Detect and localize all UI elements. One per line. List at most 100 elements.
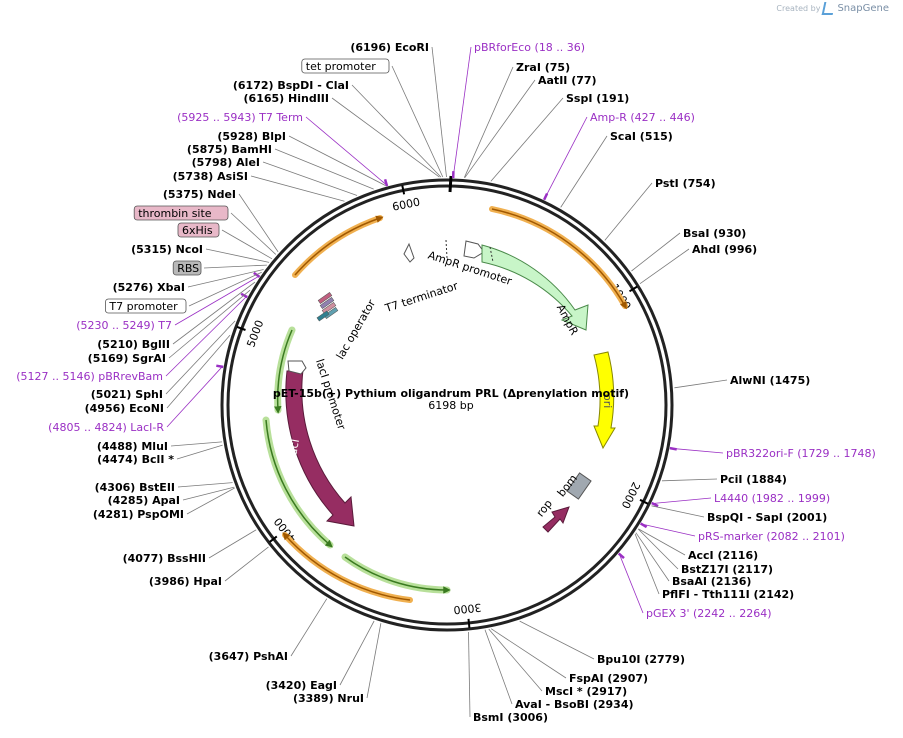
leader-line-prs-marker — [641, 523, 696, 537]
leader-line-pbrrevbam — [165, 296, 247, 377]
orange-arc-top-right-core — [491, 208, 627, 310]
origin-marker — [448, 175, 453, 193]
feature-box-t7-promoter — [105, 298, 187, 314]
leader-line-pspomi — [186, 487, 235, 515]
leader-line-bpu10i — [519, 620, 595, 660]
snapgene-watermark: Created by SnapGene — [776, 2, 889, 15]
leader-line-nrui — [366, 623, 382, 699]
leader-line-bsteii — [177, 482, 233, 488]
enzyme-label-ncoi: (5315) NcoI — [131, 243, 203, 256]
enzyme-label-bstz17i: BstZ17I (2117) — [681, 563, 773, 576]
tick-6000 — [401, 185, 406, 195]
enzyme-label-econi: (4956) EcoNI — [85, 402, 164, 415]
label-leader-lines — [165, 46, 728, 718]
enzyme-label-bsshii: (4077) BssHII — [123, 552, 206, 565]
primer-label-t7-term: (5925 .. 5943) T7 Term — [177, 111, 303, 124]
tick-2000 — [639, 498, 649, 505]
plasmid-title: pET-15b(+) Pythium oligandrum PRL (Δpren… — [273, 387, 629, 400]
enzyme-label-mlui: (4488) MluI — [97, 440, 168, 453]
enzyme-label-avai-bsobi: AvaI - BsoBI (2934) — [515, 698, 634, 711]
plasmid-length: 6198 bp — [428, 399, 473, 412]
leader-line-l4440 — [652, 497, 712, 504]
tick-5000 — [236, 325, 246, 331]
leader-line-msci — [488, 628, 543, 692]
primer-site-pbr322ori-f — [669, 446, 677, 451]
orange-arc-bottom-left-core — [282, 532, 411, 601]
lac-operator-cluster — [316, 291, 339, 322]
feature-label-tet-promoter: tet promoter — [306, 60, 376, 73]
feature-label-ori: ori — [601, 394, 614, 408]
leader-line-blpi — [288, 135, 386, 186]
orange-arc-top-left-core — [294, 215, 384, 276]
laci-promoter-arrow — [287, 360, 307, 375]
feature-label-t7-terminator: T7 terminator — [383, 279, 460, 315]
leader-line-ncoi — [205, 248, 270, 263]
leader-line-pflfi-tth111i — [634, 533, 660, 595]
enzyme-label-hpai: (3986) HpaI — [149, 575, 222, 588]
primer-label-pbr322ori-f: pBR322ori-F (1729 .. 1748) — [726, 447, 876, 460]
leader-line-apai — [182, 486, 235, 501]
tick-label-6000: 6000 — [391, 195, 421, 213]
leader-line-mlui — [170, 441, 223, 447]
leader-line-pbr322ori-f — [670, 447, 724, 454]
feature-label-laci: lacI — [286, 438, 302, 459]
enzyme-label-xbai: (5276) XbaI — [113, 281, 185, 294]
leader-line-bamhi — [274, 148, 374, 190]
primer-site-pgex-3 — [617, 552, 625, 560]
feature-box-thrombin-site — [133, 205, 229, 221]
feature-label-6xhis: 6xHis — [182, 224, 213, 237]
leader-line-eagi — [339, 620, 375, 686]
primer-site-t7-term — [383, 178, 389, 187]
enzyme-label-blpi: (5928) BlpI — [217, 130, 286, 143]
leader-line-pbrforeco — [452, 46, 472, 178]
leader-line-t7-term — [305, 116, 387, 186]
leader-line-asisi — [250, 175, 345, 202]
tick-4000 — [269, 535, 278, 543]
watermark-prefix: Created by — [776, 4, 821, 13]
enzyme-label-pshai: (3647) PshAI — [209, 650, 288, 663]
primer-label-pgex-3: pGEX 3' (2242 .. 2264) — [646, 607, 772, 620]
leader-line-aatii — [464, 79, 536, 178]
leader-line-alwni — [674, 379, 728, 389]
leader-line-ndei — [238, 193, 279, 253]
backbone-outer-ring — [220, 178, 674, 632]
enzyme-label-alwni: AlwNI (1475) — [730, 374, 810, 387]
enzyme-label-bsaai: BsaAI (2136) — [672, 575, 751, 588]
enzyme-label-sspi: SspI (191) — [566, 92, 629, 105]
enzyme-label-fspai: FspAI (2907) — [569, 672, 648, 685]
leader-line-sspi — [490, 97, 564, 182]
enzyme-label-alei: (5798) AleI — [192, 156, 260, 169]
enzyme-label-bsmi: BsmI (3006) — [473, 711, 548, 724]
leader-line-fspai — [490, 628, 567, 679]
primer-label-pbrforeco: pBRforEco (18 .. 36) — [474, 41, 585, 54]
enzyme-label-bsteii: (4306) BstEII — [95, 481, 175, 494]
leader-line-laci-r — [166, 366, 223, 428]
leader-line-bglii — [172, 281, 256, 345]
green-arc-bottom-core — [344, 556, 451, 594]
primer-site-laci-r — [216, 364, 224, 369]
leader-line-hindiii — [331, 97, 440, 178]
tick-1000 — [628, 285, 638, 293]
backbone-inner-ring — [226, 184, 668, 626]
enzyme-label-bspqi-sapi: BspQI - SapI (2001) — [707, 511, 827, 524]
leader-line-bstz17i — [638, 528, 679, 570]
leader-line-bsshii — [208, 529, 257, 559]
leader-line-alei — [262, 161, 358, 196]
green-arc-left-core — [274, 329, 293, 414]
leader-line-zrai — [463, 66, 514, 178]
leader-line-xbai — [187, 269, 264, 288]
enzyme-label-nrui: (3389) NruI — [293, 692, 364, 705]
t7-terminator-arrow — [403, 242, 415, 263]
tick-label-3000: 3000 — [453, 601, 482, 617]
leader-line-sphi — [165, 320, 236, 395]
leader-line-sgrai — [168, 289, 251, 359]
watermark-brand: SnapGene — [837, 3, 889, 14]
leader-line-bsmi — [468, 631, 471, 718]
leader-line-acci — [638, 528, 686, 556]
enzyme-label-asisi: (5738) AsiSI — [173, 170, 248, 183]
leader-line-bsai — [631, 232, 681, 272]
enzyme-label-eagi: (3420) EagI — [266, 679, 337, 692]
